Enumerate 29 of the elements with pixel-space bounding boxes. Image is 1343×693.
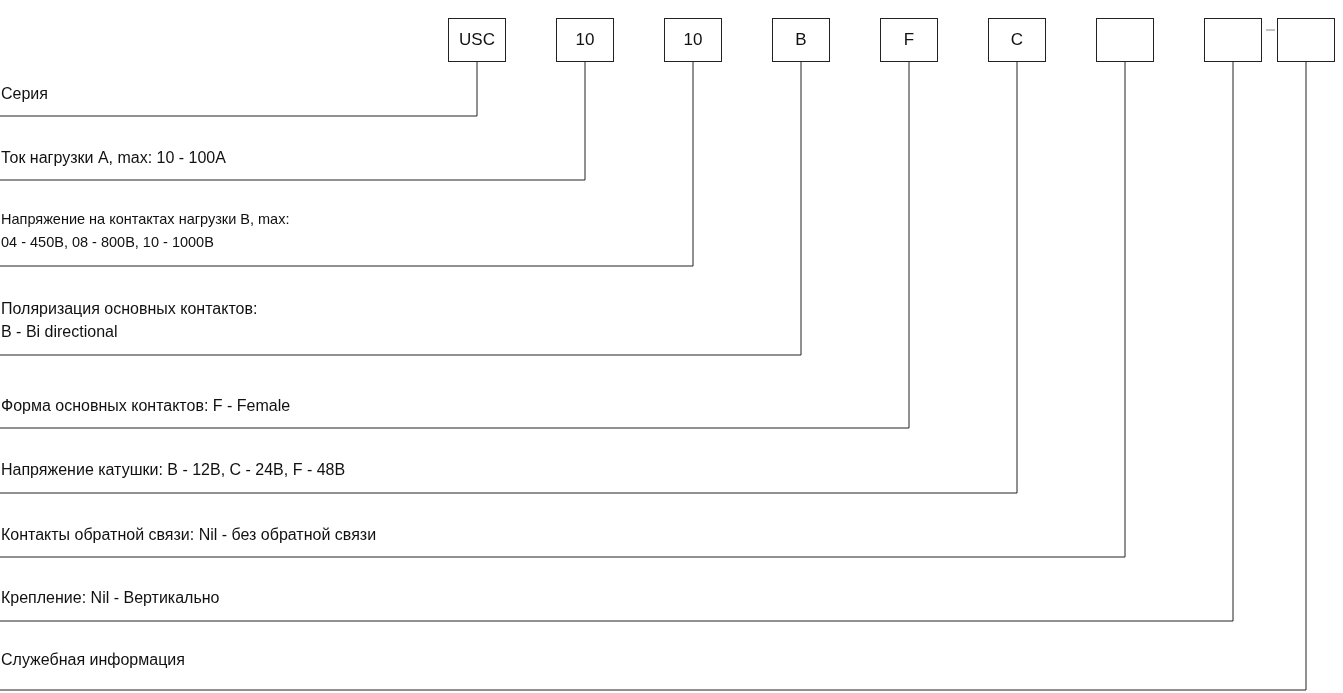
leader-line xyxy=(0,61,1018,494)
leader-line xyxy=(0,61,910,429)
code-box: F xyxy=(880,18,938,62)
code-box: 10 xyxy=(664,18,722,62)
description-text: Напряжение катушки: B - 12В, C - 24В, F - 48В xyxy=(0,460,346,480)
description-text: Форма основных контактов: F - Female xyxy=(0,396,291,416)
description-text: Контакты обратной связи: Nil - без обратной связи xyxy=(0,525,377,545)
description-text: 04 - 450В, 08 - 800В, 10 - 1000В xyxy=(0,233,214,252)
description-text: Служебная информация xyxy=(0,650,185,670)
description-text: Ток нагрузки А, max: 10 - 100А xyxy=(0,148,226,168)
empty-code-box xyxy=(1096,18,1154,62)
code-box: 10 xyxy=(556,18,614,62)
leader-line xyxy=(0,61,478,117)
description-text: Поляризация основных контактов: xyxy=(0,299,258,319)
leader-line xyxy=(0,61,1126,558)
description-text: Крепление: Nil - Вертикально xyxy=(0,588,220,608)
description-text: Напряжение на контактах нагрузки В, max: xyxy=(0,210,290,229)
leader-line xyxy=(0,61,586,181)
code-box: C xyxy=(988,18,1046,62)
code-box: B xyxy=(772,18,830,62)
leader-line xyxy=(0,61,1307,691)
leader-line xyxy=(0,61,802,356)
leader-line xyxy=(0,61,1234,622)
description-text: Серия xyxy=(0,84,48,104)
empty-code-box xyxy=(1277,18,1335,62)
code-box: USC xyxy=(448,18,506,62)
leader-line xyxy=(0,61,694,267)
empty-code-box xyxy=(1204,18,1262,62)
description-text: B - Bi directional xyxy=(0,322,118,342)
